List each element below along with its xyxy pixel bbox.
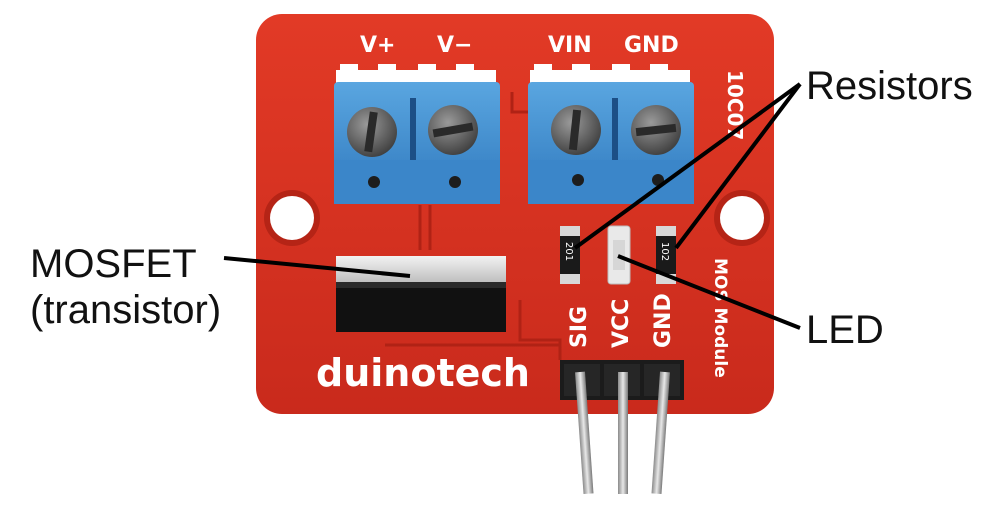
resistor-left: 201 [560,226,580,284]
pin-label-vcc: VCC [609,299,634,348]
pin-label-sig: SIG [567,306,592,348]
led-label: LED [806,308,884,352]
mosfet-transistor [336,256,506,332]
terminal-label-v-plus: V+ [360,33,395,58]
terminal-block-right [528,64,694,204]
svg-text:201: 201 [563,242,574,261]
led-pointer-line [617,254,801,330]
pin-header [560,360,684,495]
terminal-label-vin: VIN [548,33,592,58]
module-name: MOS Module [710,258,730,378]
brand-logo-text: duinotech [316,351,530,395]
mosfet-pointer-line [223,256,411,278]
terminal-block-left [334,64,500,204]
resistors-pointer-line-2 [674,82,802,250]
resistors-pointer-line-1 [573,82,802,250]
pcb-trace [385,92,562,360]
transistor-label: (transistor) [30,288,222,332]
part-code: 10C07 [723,70,747,140]
terminal-label-v-minus: V− [437,33,472,58]
resistor-right: 102 [656,226,676,284]
mosfet-label: MOSFET [30,242,197,286]
svg-text:102: 102 [659,242,670,261]
terminal-label-gnd: GND [624,33,679,58]
pin-label-gnd: GND [651,293,676,348]
resistors-label: Resistors [806,64,973,108]
